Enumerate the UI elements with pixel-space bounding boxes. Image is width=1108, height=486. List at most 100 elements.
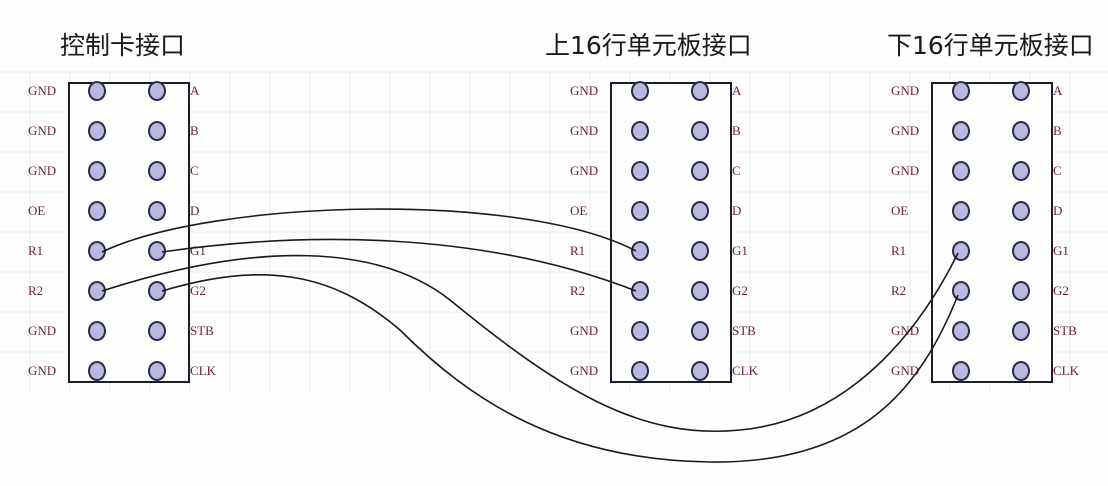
pin-control-card-clk-7 (148, 361, 166, 381)
pin-upper-16-row-board-b-1 (691, 121, 709, 141)
pin-lower-16-row-board-r2-5 (952, 281, 970, 301)
pin-upper-16-row-board-gnd-1 (631, 121, 649, 141)
pin-label-right: B (190, 123, 199, 138)
connector-control-card (68, 82, 190, 383)
pin-control-card-b-1 (148, 121, 166, 141)
pin-label-right: STB (732, 323, 756, 338)
pin-label-left: GND (570, 123, 599, 138)
pin-label-left: OE (891, 203, 909, 218)
pin-control-card-a-0 (148, 81, 166, 101)
pin-label-left: OE (570, 203, 588, 218)
pin-control-card-gnd-7 (88, 361, 106, 381)
pin-label-right: STB (1053, 323, 1077, 338)
pin-lower-16-row-board-gnd-2 (952, 161, 970, 181)
pin-upper-16-row-board-d-3 (691, 201, 709, 221)
pin-lower-16-row-board-c-2 (1012, 161, 1030, 181)
pin-control-card-c-2 (148, 161, 166, 181)
pin-label-right: STB (190, 323, 214, 338)
pin-label-right: D (732, 203, 742, 218)
pin-label-right: G2 (190, 283, 206, 298)
pin-upper-16-row-board-stb-6 (691, 321, 709, 341)
title-lower-board: 下16行单元板接口 (887, 31, 1094, 60)
pin-lower-16-row-board-oe-3 (952, 201, 970, 221)
pin-lower-16-row-board-clk-7 (1012, 361, 1030, 381)
pin-label-left: GND (570, 363, 599, 378)
pin-label-right: G2 (732, 283, 748, 298)
pin-label-left: R2 (570, 283, 586, 298)
pin-control-card-r2-5 (88, 281, 106, 301)
pin-control-card-g1-4 (148, 241, 166, 261)
pin-lower-16-row-board-stb-6 (1012, 321, 1030, 341)
pin-lower-16-row-board-b-1 (1012, 121, 1030, 141)
pin-label-right: G1 (732, 243, 748, 258)
pin-upper-16-row-board-gnd-0 (631, 81, 649, 101)
pin-label-left: GND (891, 123, 920, 138)
pin-lower-16-row-board-g1-4 (1012, 241, 1030, 261)
pin-lower-16-row-board-gnd-1 (952, 121, 970, 141)
pin-upper-16-row-board-clk-7 (691, 361, 709, 381)
pin-label-left: GND (28, 83, 57, 98)
title-upper-board: 上16行单元板接口 (545, 31, 752, 60)
pin-control-card-stb-6 (148, 321, 166, 341)
pin-label-right: CLK (190, 363, 216, 378)
pin-label-right: C (732, 163, 741, 178)
pin-label-right: C (1053, 163, 1062, 178)
pin-label-right: C (190, 163, 199, 178)
pin-label-right: CLK (732, 363, 758, 378)
pin-label-left: GND (28, 363, 57, 378)
pin-label-left: GND (570, 83, 599, 98)
pin-label-left: GND (891, 83, 920, 98)
pin-label-right: G1 (1053, 243, 1069, 258)
pin-lower-16-row-board-a-0 (1012, 81, 1030, 101)
pin-label-left: R1 (28, 243, 44, 258)
pin-label-left: R1 (570, 243, 586, 258)
pin-label-left: GND (891, 323, 920, 338)
pin-control-card-g2-5 (148, 281, 166, 301)
pin-upper-16-row-board-gnd-7 (631, 361, 649, 381)
pin-label-left: GND (570, 323, 599, 338)
pin-control-card-d-3 (148, 201, 166, 221)
pin-label-left: GND (891, 363, 920, 378)
pin-control-card-r1-4 (88, 241, 106, 261)
pin-upper-16-row-board-r2-5 (631, 281, 649, 301)
pin-control-card-gnd-6 (88, 321, 106, 341)
pin-label-right: G2 (1053, 283, 1069, 298)
title-control-card: 控制卡接口 (60, 31, 186, 60)
pin-label-left: OE (28, 203, 46, 218)
pin-label-left: GND (891, 163, 920, 178)
pin-lower-16-row-board-g2-5 (1012, 281, 1030, 301)
pin-lower-16-row-board-d-3 (1012, 201, 1030, 221)
pin-control-card-gnd-1 (88, 121, 106, 141)
pin-upper-16-row-board-g1-4 (691, 241, 709, 261)
pin-label-right: A (190, 83, 200, 98)
pin-label-left: R1 (891, 243, 907, 258)
pin-upper-16-row-board-a-0 (691, 81, 709, 101)
pin-label-left: GND (28, 323, 57, 338)
connector-upper-16-row-board (610, 82, 732, 383)
pin-label-left: GND (570, 163, 599, 178)
pin-upper-16-row-board-g2-5 (691, 281, 709, 301)
pin-label-right: B (1053, 123, 1062, 138)
pin-upper-16-row-board-gnd-6 (631, 321, 649, 341)
pin-lower-16-row-board-r1-4 (952, 241, 970, 261)
pin-label-left: GND (28, 163, 57, 178)
pin-label-right: G1 (190, 243, 206, 258)
pin-upper-16-row-board-oe-3 (631, 201, 649, 221)
pin-label-left: R2 (891, 283, 907, 298)
pin-label-right: D (190, 203, 200, 218)
pin-label-right: CLK (1053, 363, 1079, 378)
pin-label-right: D (1053, 203, 1063, 218)
pin-label-right: B (732, 123, 741, 138)
pin-lower-16-row-board-gnd-7 (952, 361, 970, 381)
pin-upper-16-row-board-gnd-2 (631, 161, 649, 181)
pin-upper-16-row-board-r1-4 (631, 241, 649, 261)
connector-lower-16-row-board (931, 82, 1053, 383)
pin-control-card-gnd-0 (88, 81, 106, 101)
pin-lower-16-row-board-gnd-0 (952, 81, 970, 101)
pin-label-right: A (732, 83, 742, 98)
pin-label-left: R2 (28, 283, 44, 298)
pin-upper-16-row-board-c-2 (691, 161, 709, 181)
pin-label-right: A (1053, 83, 1063, 98)
pin-label-left: GND (28, 123, 57, 138)
pin-control-card-gnd-2 (88, 161, 106, 181)
